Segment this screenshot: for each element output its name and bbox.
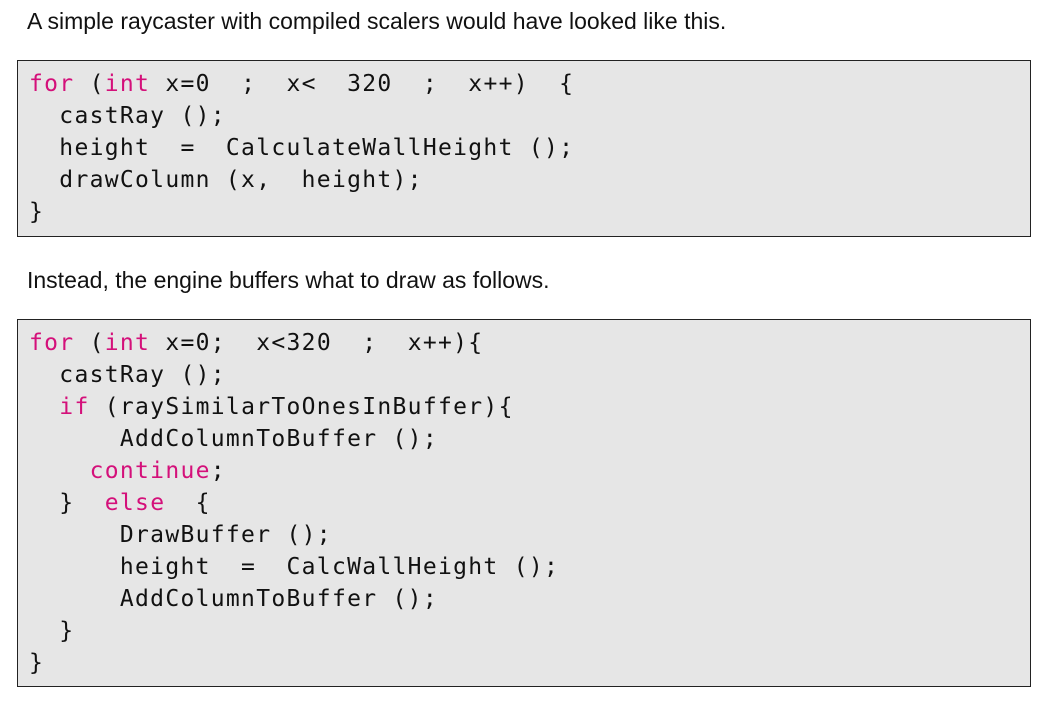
code-keyword: for bbox=[29, 71, 75, 97]
code-text: } bbox=[29, 650, 45, 676]
code-text: x=0 ; x< 320 ; x++) { bbox=[150, 71, 575, 97]
code-line: DrawBuffer (); bbox=[29, 519, 559, 551]
code-text: x=0; x<320 ; x++){ bbox=[150, 330, 484, 356]
code-line: drawColumn (x, height); bbox=[29, 164, 574, 196]
code-text: drawColumn (x, height); bbox=[29, 167, 423, 193]
code-block-buffered-engine: for (int x=0; x<320 ; x++){ castRay (); … bbox=[17, 319, 1031, 687]
code-listing: for (int x=0 ; x< 320 ; x++) { castRay (… bbox=[29, 68, 574, 228]
code-line: if (raySimilarToOnesInBuffer){ bbox=[29, 391, 559, 423]
middle-paragraph: Instead, the engine buffers what to draw… bbox=[27, 267, 550, 293]
code-keyword: if bbox=[59, 394, 90, 420]
code-text: height = CalculateWallHeight (); bbox=[29, 135, 575, 161]
code-text: AddColumnToBuffer (); bbox=[29, 426, 438, 452]
code-line: AddColumnToBuffer (); bbox=[29, 423, 559, 455]
code-line: height = CalcWallHeight (); bbox=[29, 551, 559, 583]
code-text: (raySimilarToOnesInBuffer){ bbox=[89, 394, 514, 420]
code-keyword: int bbox=[104, 71, 151, 97]
code-text: castRay (); bbox=[29, 362, 226, 388]
code-line: castRay (); bbox=[29, 359, 559, 391]
code-text: { bbox=[165, 490, 211, 516]
code-text: ( bbox=[74, 330, 105, 356]
code-text: height = CalcWallHeight (); bbox=[29, 554, 560, 580]
code-text: } bbox=[29, 490, 105, 516]
code-text: AddColumnToBuffer (); bbox=[29, 586, 438, 612]
code-line: } bbox=[29, 647, 559, 679]
code-line: } else { bbox=[29, 487, 559, 519]
code-keyword: continue bbox=[89, 458, 211, 484]
code-keyword: int bbox=[104, 330, 151, 356]
code-keyword: for bbox=[29, 330, 75, 356]
code-line: continue; bbox=[29, 455, 559, 487]
code-text: ; bbox=[210, 458, 226, 484]
intro-paragraph: A simple raycaster with compiled scalers… bbox=[27, 8, 727, 34]
code-text: ( bbox=[74, 71, 105, 97]
code-text: } bbox=[29, 199, 45, 225]
code-block-simple-raycaster: for (int x=0 ; x< 320 ; x++) { castRay (… bbox=[17, 60, 1031, 237]
code-text bbox=[29, 394, 59, 420]
code-line: castRay (); bbox=[29, 100, 574, 132]
code-text: castRay (); bbox=[29, 103, 226, 129]
code-line: height = CalculateWallHeight (); bbox=[29, 132, 574, 164]
code-keyword: else bbox=[104, 490, 166, 516]
code-line: for (int x=0 ; x< 320 ; x++) { bbox=[29, 68, 574, 100]
code-listing: for (int x=0; x<320 ; x++){ castRay (); … bbox=[29, 327, 559, 679]
code-text bbox=[29, 458, 90, 484]
code-line: AddColumnToBuffer (); bbox=[29, 583, 559, 615]
code-text: } bbox=[29, 618, 75, 644]
code-line: for (int x=0; x<320 ; x++){ bbox=[29, 327, 559, 359]
code-line: } bbox=[29, 196, 574, 228]
code-line: } bbox=[29, 615, 559, 647]
code-text: DrawBuffer (); bbox=[29, 522, 332, 548]
